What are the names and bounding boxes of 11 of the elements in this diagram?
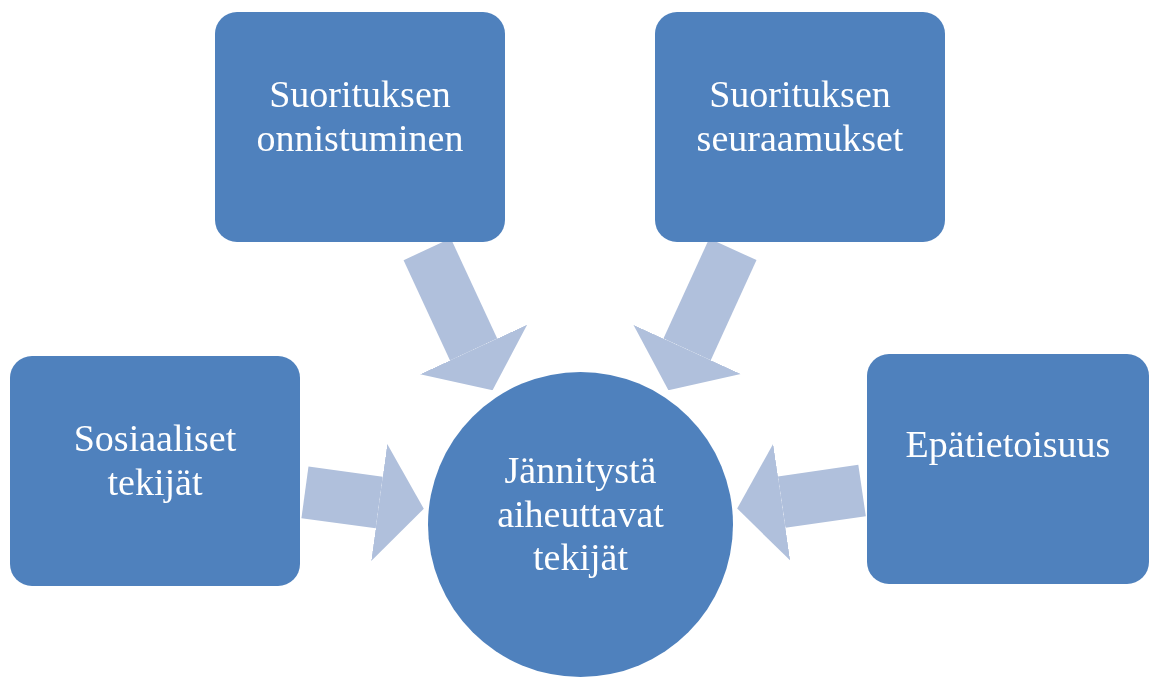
node-label: Suorituksen onnistuminen [255, 73, 465, 161]
process-box [655, 12, 945, 242]
node-label: Sosiaaliset tekijät [72, 417, 238, 505]
node-label: Epätietoisuus [904, 423, 1112, 467]
process-box [215, 12, 505, 242]
node-label: Suorituksen seuraamukset [695, 73, 905, 161]
node-label: Jännitystä aiheuttavat tekijät [496, 448, 665, 581]
process-box [10, 356, 300, 586]
process-box [867, 354, 1149, 584]
block-arrow [737, 443, 866, 561]
block-arrow [301, 444, 424, 561]
